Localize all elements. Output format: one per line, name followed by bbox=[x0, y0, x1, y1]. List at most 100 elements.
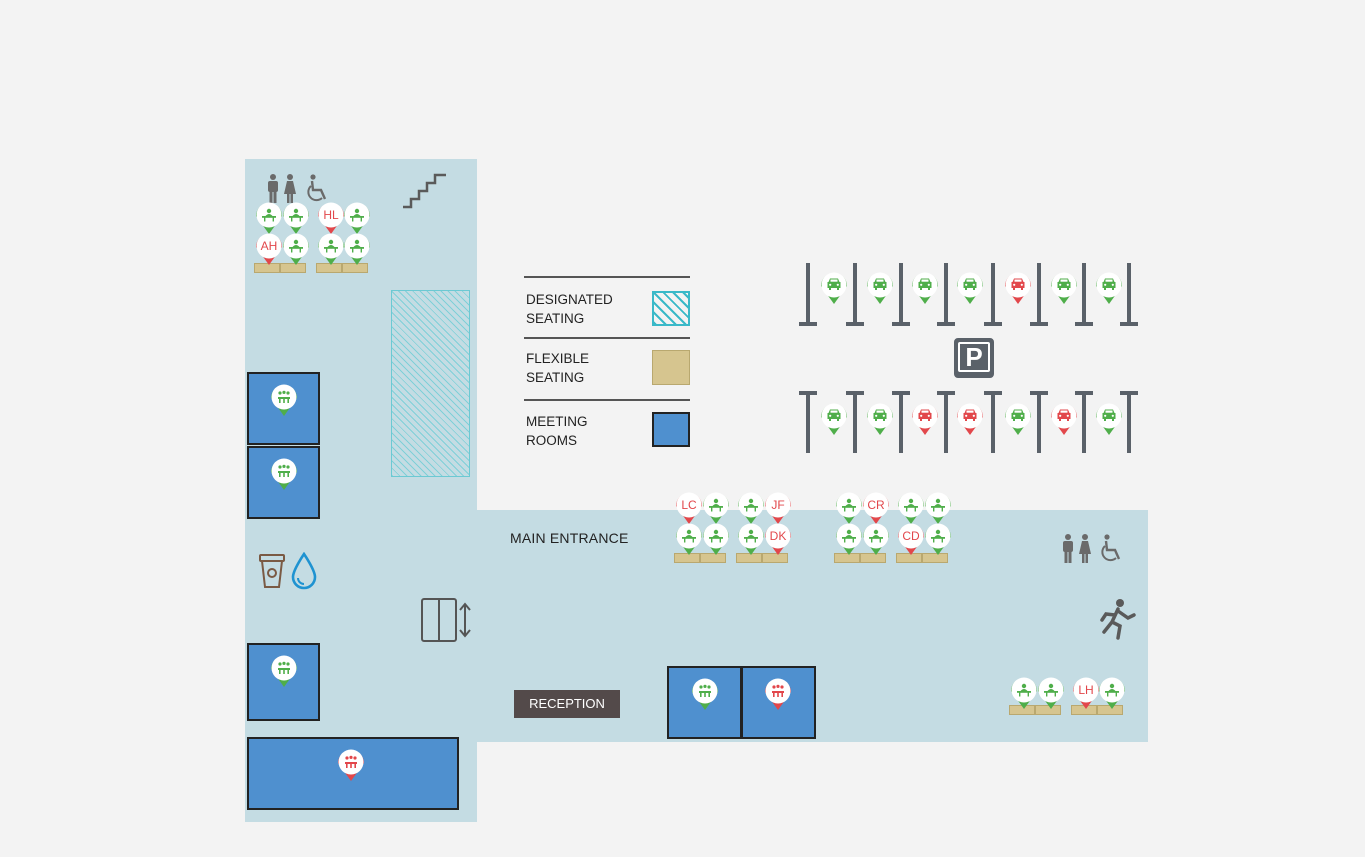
legend-flexible-line1: FLEXIBLE bbox=[526, 351, 590, 366]
parking-divider-foot bbox=[846, 322, 864, 326]
desk-pin-bottom-right[interactable] bbox=[1097, 675, 1127, 713]
parking-divider bbox=[806, 263, 810, 326]
meeting-room-pin[interactable] bbox=[690, 676, 720, 714]
parking-sign-letter: P bbox=[958, 342, 990, 372]
desk-pin-mid-a[interactable]: LC bbox=[674, 490, 704, 528]
parking-divider-foot bbox=[1120, 391, 1138, 395]
parking-divider bbox=[853, 263, 857, 326]
parking-divider-foot bbox=[799, 322, 817, 326]
parking-divider bbox=[899, 391, 903, 453]
flexible-desk bbox=[342, 263, 368, 273]
desk-occupant-initials: DK bbox=[769, 529, 787, 543]
desk-occupant-initials: HL bbox=[323, 208, 339, 222]
meeting-room-pin[interactable] bbox=[763, 676, 793, 714]
legend-meeting-line1: MEETING bbox=[526, 414, 588, 429]
meeting-room-pin[interactable] bbox=[336, 747, 366, 785]
flexible-desk bbox=[860, 553, 886, 563]
desk-pin-top-left[interactable] bbox=[281, 200, 311, 238]
desk-pin-mid-a[interactable] bbox=[736, 490, 766, 528]
parking-space-pin[interactable] bbox=[1003, 270, 1033, 308]
desk-occupant-initials: CD bbox=[902, 529, 920, 543]
parking-divider bbox=[944, 391, 948, 453]
desk-pin-top-left[interactable] bbox=[254, 200, 284, 238]
desk-pin-bottom-right[interactable] bbox=[1009, 675, 1039, 713]
legend-flexible-line2: SEATING bbox=[526, 370, 585, 385]
desk-pin-mid-a[interactable] bbox=[701, 490, 731, 528]
desk-occupant-initials: JF bbox=[771, 498, 785, 512]
parking-icon: P bbox=[954, 338, 994, 378]
desk-pin-mid-a[interactable]: JF bbox=[763, 490, 793, 528]
flexible-desk bbox=[896, 553, 922, 563]
accessible-icon bbox=[1101, 534, 1121, 562]
meeting-room-1[interactable] bbox=[247, 372, 320, 445]
desk-pin-mid-b[interactable]: CD bbox=[896, 521, 926, 559]
parking-divider bbox=[806, 391, 810, 453]
restroom-women-icon bbox=[284, 174, 296, 203]
parking-divider-foot bbox=[846, 391, 864, 395]
parking-space-pin[interactable] bbox=[1049, 401, 1079, 439]
parking-divider bbox=[899, 263, 903, 326]
legend-designated-line2: SEATING bbox=[526, 311, 585, 326]
parking-divider bbox=[991, 391, 995, 453]
parking-space-pin[interactable] bbox=[1094, 401, 1124, 439]
desk-pin-top-left[interactable] bbox=[281, 231, 311, 269]
parking-divider bbox=[1127, 263, 1131, 326]
legend-designated-label: DESIGNATED SEATING bbox=[526, 290, 613, 328]
restroom-men-icon bbox=[1063, 534, 1073, 563]
parking-space-pin[interactable] bbox=[819, 270, 849, 308]
parking-divider-foot bbox=[1030, 322, 1048, 326]
parking-divider-foot bbox=[937, 391, 955, 395]
parking-divider-foot bbox=[1030, 391, 1048, 395]
parking-divider-foot bbox=[1120, 322, 1138, 326]
desk-pin-mid-a[interactable] bbox=[701, 521, 731, 559]
parking-divider-foot bbox=[1075, 322, 1093, 326]
desk-pin-top-left[interactable]: AH bbox=[254, 231, 284, 269]
parking-space-pin[interactable] bbox=[865, 270, 895, 308]
parking-space-pin[interactable] bbox=[819, 401, 849, 439]
flexible-desk bbox=[280, 263, 306, 273]
desk-pin-top-left[interactable] bbox=[342, 200, 372, 238]
water-drop-icon bbox=[291, 552, 317, 590]
main-entrance-label: MAIN ENTRANCE bbox=[510, 530, 629, 546]
desk-pin-mid-a[interactable] bbox=[736, 521, 766, 559]
parking-space-pin[interactable] bbox=[955, 270, 985, 308]
parking-space-pin[interactable] bbox=[955, 401, 985, 439]
parking-space-pin[interactable] bbox=[1094, 270, 1124, 308]
desk-pin-top-left[interactable] bbox=[316, 231, 346, 269]
parking-space-pin[interactable] bbox=[910, 270, 940, 308]
flexible-desk bbox=[762, 553, 788, 563]
desk-pin-mid-a[interactable] bbox=[674, 521, 704, 559]
meeting-room-pin[interactable] bbox=[269, 382, 299, 420]
parking-divider bbox=[1037, 263, 1041, 326]
desk-pin-top-left[interactable] bbox=[342, 231, 372, 269]
desk-pin-bottom-right[interactable] bbox=[1036, 675, 1066, 713]
flexible-desk bbox=[1035, 705, 1061, 715]
desk-pin-mid-b[interactable]: CR bbox=[861, 490, 891, 528]
parking-divider-foot bbox=[984, 391, 1002, 395]
parking-divider-foot bbox=[799, 391, 817, 395]
desk-pin-mid-b[interactable] bbox=[923, 490, 953, 528]
meeting-room-pin[interactable] bbox=[269, 653, 299, 691]
parking-divider-foot bbox=[892, 322, 910, 326]
desk-pin-mid-b[interactable] bbox=[834, 521, 864, 559]
desk-pin-bottom-right[interactable]: LH bbox=[1071, 675, 1101, 713]
parking-space-pin[interactable] bbox=[1003, 401, 1033, 439]
meeting-room-pin[interactable] bbox=[269, 456, 299, 494]
desk-pin-mid-b[interactable] bbox=[834, 490, 864, 528]
reception-label: RECEPTION bbox=[514, 690, 620, 718]
desk-pin-mid-b[interactable] bbox=[923, 521, 953, 559]
parking-space-pin[interactable] bbox=[865, 401, 895, 439]
desk-pin-mid-a[interactable]: DK bbox=[763, 521, 793, 559]
desk-pin-top-left[interactable]: HL bbox=[316, 200, 346, 238]
desk-occupant-initials: LC bbox=[681, 498, 697, 512]
flexible-desk bbox=[700, 553, 726, 563]
legend-divider bbox=[524, 399, 690, 401]
emergency-exit-icon bbox=[1100, 599, 1136, 640]
desk-pin-mid-b[interactable] bbox=[896, 490, 926, 528]
elevator-icon bbox=[421, 598, 471, 642]
desk-pin-mid-b[interactable] bbox=[861, 521, 891, 559]
parking-space-pin[interactable] bbox=[910, 401, 940, 439]
flexible-desk bbox=[254, 263, 280, 273]
parking-divider bbox=[1037, 391, 1041, 453]
parking-space-pin[interactable] bbox=[1049, 270, 1079, 308]
